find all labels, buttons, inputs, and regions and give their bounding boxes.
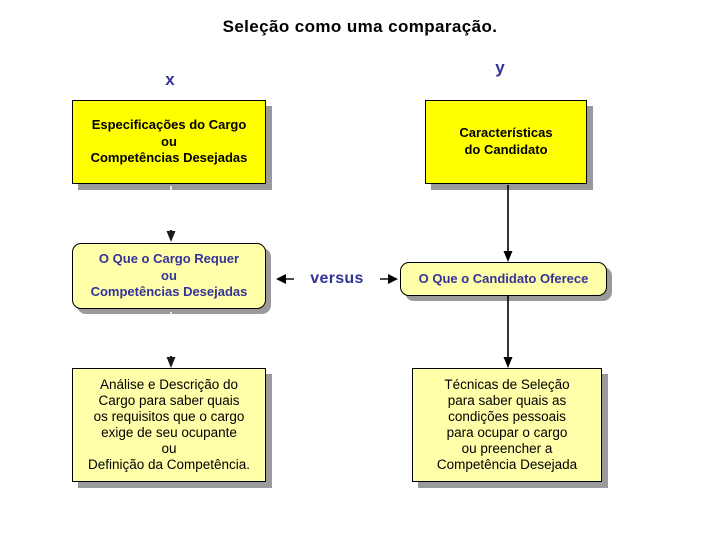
arrow-right-icon (380, 274, 398, 284)
box-line: Competência Desejada (436, 456, 578, 472)
connector-right-middle-to-bottom (503, 296, 513, 368)
box-line: Características (459, 125, 553, 141)
box-line: Análise e Descrição do (99, 377, 239, 393)
arrow-left-icon (276, 274, 294, 284)
column-label-x: x (165, 70, 175, 89)
box-line: os requisitos que o cargo (93, 409, 245, 425)
box-line: Definição da Competência. (87, 456, 251, 472)
box-line: ou preencher a (461, 440, 553, 456)
connector-left-top-to-middle (166, 186, 176, 242)
versus-group: versus (276, 264, 398, 294)
box-what-candidate-offers[interactable]: O Que o Candidato Oferece (400, 262, 607, 296)
box-line: para ocupar o cargo (446, 425, 568, 440)
box-line: Técnicas de Seleção (444, 377, 570, 393)
page-title: Seleção como uma comparação. (222, 17, 498, 36)
column-label-y: y (495, 58, 505, 77)
box-line: Competências Desejadas (90, 284, 248, 300)
box-what-job-requires[interactable]: O Que o Cargo Requer ou Competências Des… (72, 243, 266, 309)
box-line: O Que o Cargo Requer (98, 251, 240, 267)
box-job-specification[interactable]: Especificações do Cargo ou Competências … (72, 100, 266, 184)
box-line: Especificações do Cargo (91, 117, 247, 133)
connector-right-top-to-middle (503, 185, 513, 262)
box-line: do Candidato (464, 142, 548, 157)
connector-left-middle-to-bottom (166, 312, 176, 368)
box-selection-techniques[interactable]: Técnicas de Seleção para saber quais as … (412, 368, 602, 482)
box-job-analysis-description[interactable]: Análise e Descrição do Cargo para saber … (72, 368, 266, 482)
box-line: Competências Desejadas (90, 150, 248, 166)
box-line: exige de seu ocupante (101, 425, 237, 440)
box-line: condições pessoais (448, 409, 566, 425)
box-candidate-characteristics[interactable]: Características do Candidato (425, 100, 587, 184)
box-line: ou (161, 440, 177, 456)
versus-label: versus (310, 270, 364, 287)
box-line: ou (161, 267, 177, 283)
box-line: O Que o Candidato Oferece (418, 270, 589, 286)
box-line: para saber quais as (447, 393, 567, 409)
box-line: ou (161, 133, 177, 149)
box-line: Cargo para saber quais (98, 393, 240, 409)
